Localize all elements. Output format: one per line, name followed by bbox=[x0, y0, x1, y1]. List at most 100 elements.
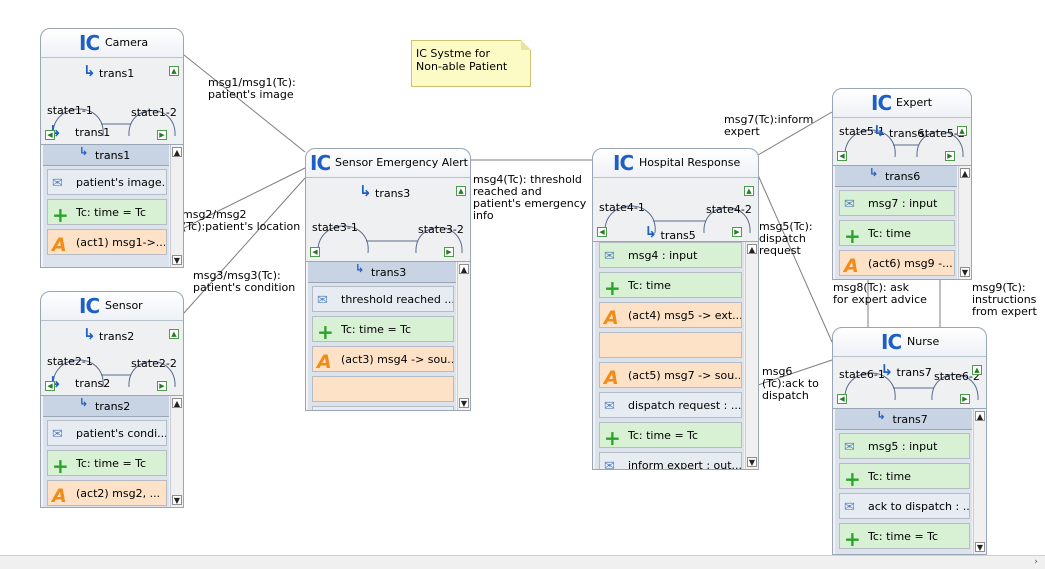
port-right-icon[interactable]: ▶ bbox=[157, 381, 167, 391]
transition-label[interactable]: trans3 bbox=[375, 187, 411, 200]
time-row[interactable]: +Tc: time = Tc bbox=[47, 199, 167, 225]
transition-detail-panel[interactable]: ↳trans7✉msg5 : input+Tc: time✉ack to dis… bbox=[835, 409, 972, 554]
transition-label[interactable]: trans2 bbox=[99, 330, 135, 343]
collapse-toggle-icon[interactable]: ▲ bbox=[957, 126, 967, 136]
scroll-down-icon[interactable]: ▼ bbox=[172, 255, 182, 265]
port-right-icon[interactable]: ▶ bbox=[157, 130, 167, 140]
scroll-up-icon[interactable]: ▲ bbox=[747, 244, 757, 254]
state-left-label[interactable]: state5-1 bbox=[839, 125, 885, 138]
message-row[interactable]: ✉patient's image... bbox=[47, 169, 167, 195]
port-right-icon[interactable]: ▶ bbox=[960, 394, 970, 404]
collapse-toggle-icon[interactable]: ▲ bbox=[972, 365, 982, 375]
panel-scrollbar[interactable]: ▲▼ bbox=[973, 409, 986, 554]
message-row[interactable]: ✉patient's condi... bbox=[47, 420, 167, 446]
state-right-label[interactable]: state6-2 bbox=[934, 370, 980, 383]
scroll-up-icon[interactable]: ▲ bbox=[172, 147, 182, 157]
inner-transition-label[interactable]: trans1 bbox=[75, 126, 111, 139]
action-row[interactable]: A(act2) msg2, ... bbox=[47, 480, 167, 506]
collapse-toggle-icon[interactable]: ▲ bbox=[744, 186, 754, 196]
transition-label[interactable]: trans1 bbox=[99, 67, 135, 80]
transition-detail-panel[interactable]: ↳trans1 ✉patient's image... +Tc: time = Tc… bbox=[43, 145, 169, 267]
transition-header[interactable]: ↳trans2 bbox=[43, 396, 169, 417]
message-row[interactable]: ✉dispatch request : ... bbox=[599, 392, 742, 418]
port-left-icon[interactable]: ◀ bbox=[837, 394, 847, 404]
message-row[interactable]: ✉msg1,msg2,msg3 : ... bbox=[312, 406, 454, 410]
transition-header[interactable]: ↳trans6 bbox=[835, 166, 957, 187]
action-row[interactable]: A(act3) msg4 -> sou... bbox=[312, 346, 454, 372]
collapse-toggle-icon[interactable]: ▲ bbox=[169, 66, 179, 76]
port-right-icon[interactable]: ▶ bbox=[444, 247, 454, 257]
scroll-up-icon[interactable]: ▲ bbox=[459, 264, 469, 274]
message-row[interactable]: ✉threshold reached ... bbox=[312, 286, 454, 312]
action-row[interactable]: A(act4) msg5 -> ext... bbox=[599, 302, 742, 328]
transition-detail-panel[interactable]: ↳trans2 ✉patient's condi... +Tc: time = Tc… bbox=[43, 396, 169, 507]
scroll-down-icon[interactable]: ▼ bbox=[960, 267, 970, 277]
state-left-label[interactable]: state4-1 bbox=[599, 201, 645, 214]
time-row[interactable]: +Tc: time = Tc bbox=[47, 450, 167, 476]
collapse-toggle-icon[interactable]: ▲ bbox=[169, 329, 179, 339]
panel-scrollbar[interactable]: ▲▼ bbox=[745, 242, 758, 469]
scroll-down-icon[interactable]: ▼ bbox=[975, 542, 985, 552]
transition-label[interactable]: trans7 bbox=[896, 366, 932, 379]
scroll-down-icon[interactable]: ▼ bbox=[459, 398, 469, 408]
state-left-label[interactable]: state2-1 bbox=[47, 355, 93, 368]
transition-header[interactable]: ↳trans1 bbox=[43, 145, 169, 166]
inner-transition-label[interactable]: trans2 bbox=[75, 377, 111, 390]
horizontal-scrollbar[interactable]: › bbox=[0, 555, 1045, 569]
panel-scrollbar[interactable]: ▲▼ bbox=[457, 262, 470, 410]
scroll-up-icon[interactable]: ▲ bbox=[172, 398, 182, 408]
scroll-up-icon[interactable]: ▲ bbox=[960, 168, 970, 178]
time-row[interactable]: +Tc: time bbox=[839, 220, 955, 246]
port-left-icon[interactable]: ◀ bbox=[837, 151, 847, 161]
time-row[interactable]: +Tc: time bbox=[599, 272, 742, 298]
action-row[interactable]: A(act5) msg7 -> sou... bbox=[599, 362, 742, 388]
port-left-icon[interactable]: ◀ bbox=[310, 247, 320, 257]
state-right-label[interactable]: state5-2 bbox=[919, 127, 965, 140]
panel-scrollbar[interactable]: ▲▼ bbox=[958, 166, 971, 279]
transition-label[interactable]: trans6 bbox=[889, 127, 925, 140]
scroll-down-icon[interactable]: ▼ bbox=[172, 495, 182, 505]
state-left-label[interactable]: state6-1 bbox=[839, 368, 885, 381]
input-row[interactable]: ✉msg5 : input bbox=[839, 433, 970, 459]
collapse-toggle-icon[interactable]: ▲ bbox=[456, 186, 466, 196]
port-left-icon[interactable]: ◀ bbox=[45, 381, 55, 391]
transition-label[interactable]: trans5 bbox=[660, 229, 696, 242]
scroll-down-icon[interactable]: ▼ bbox=[747, 457, 757, 467]
time-row[interactable]: +Tc: time bbox=[839, 463, 970, 489]
message-row[interactable]: ✉ack to dispatch : ... bbox=[839, 493, 970, 519]
message-row[interactable]: ✉inform expert : out... bbox=[599, 452, 742, 469]
scroll-up-icon[interactable]: ▲ bbox=[975, 411, 985, 421]
time-row[interactable]: +Tc: time = Tc bbox=[312, 316, 454, 342]
action-row[interactable]: A(act6) msg9 -... bbox=[839, 250, 955, 276]
state-right-label[interactable]: state4-2 bbox=[706, 203, 752, 216]
port-left-icon[interactable]: ◀ bbox=[597, 227, 607, 237]
panel-scrollbar[interactable]: ▲▼ bbox=[170, 396, 183, 507]
time-row[interactable]: +Tc: time = Tc bbox=[839, 523, 970, 549]
state-left-label[interactable]: state1-1 bbox=[47, 104, 93, 117]
input-row[interactable]: ✉msg4 : input bbox=[599, 242, 742, 268]
transition-detail-panel[interactable]: ↳trans3✉threshold reached ...+Tc: time =… bbox=[308, 262, 456, 410]
port-right-icon[interactable]: ▶ bbox=[732, 227, 742, 237]
time-row[interactable]: +Tc: time = Tc bbox=[599, 422, 742, 448]
scroll-right-icon[interactable]: › bbox=[1034, 557, 1038, 567]
port-left-icon[interactable]: ◀ bbox=[45, 130, 55, 140]
